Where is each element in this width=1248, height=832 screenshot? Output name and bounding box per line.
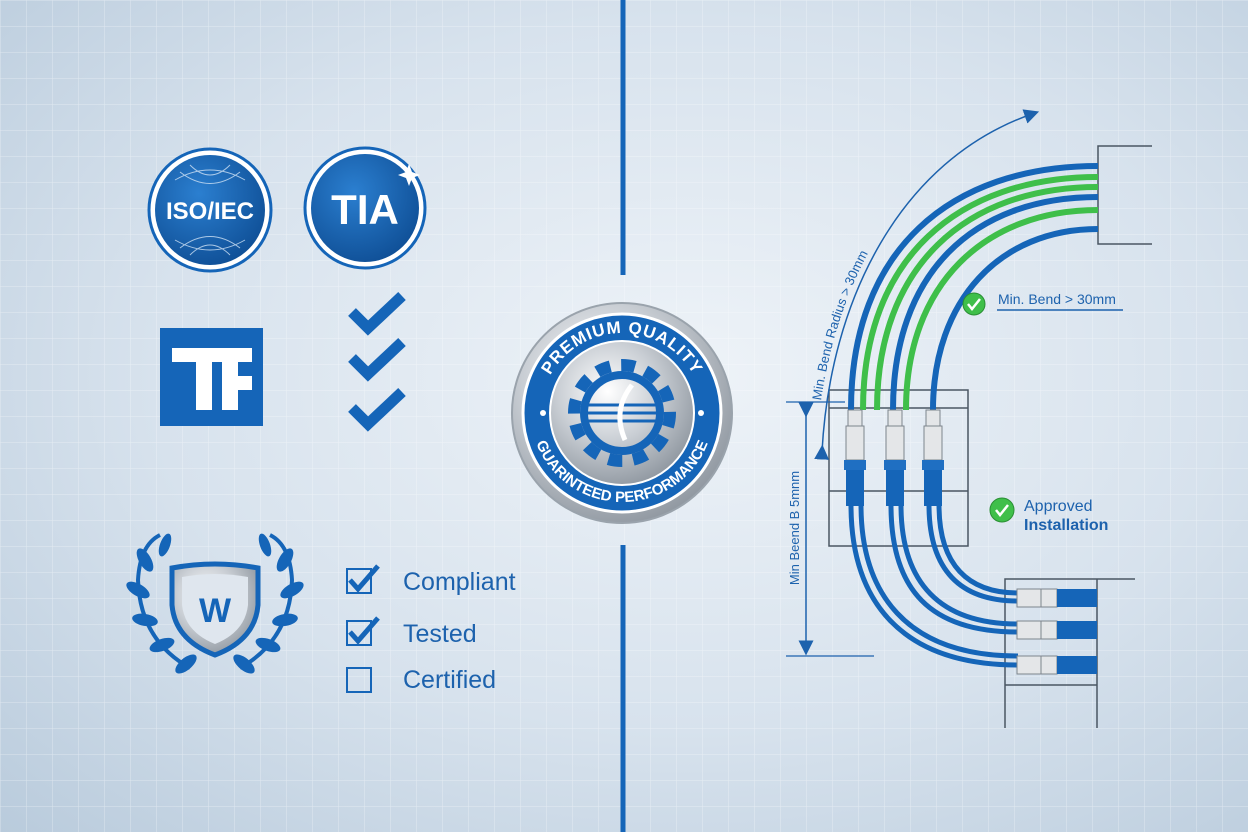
checklist-item-tested[interactable]: Tested <box>346 616 477 648</box>
vertical-dimension: Min Beend B 5mnm <box>786 401 874 657</box>
checklist: Compliant Tested Certified <box>346 564 516 694</box>
gear-icon <box>568 359 676 467</box>
connectors-horizontal <box>1016 588 1097 675</box>
check-icon <box>348 564 380 593</box>
iso-iec-badge: ISO/IEC <box>147 147 273 273</box>
check-circle-icon <box>995 504 1009 518</box>
checklist-label: Certified <box>403 666 496 694</box>
checklist-label: Tested <box>403 620 477 648</box>
checklist-item-compliant[interactable]: Compliant <box>346 564 516 596</box>
bend-note: Min. Bend > 30mm <box>962 291 1123 316</box>
bend-note-label: Min. Bend > 30mm <box>998 291 1116 307</box>
shield-letter: W <box>199 592 232 630</box>
tia-badge: TIA <box>303 146 427 270</box>
check-icon <box>348 291 406 336</box>
approved-label-line2: Installation <box>1024 517 1108 534</box>
connectors-vertical <box>844 409 944 506</box>
checklist-item-certified[interactable]: Certified <box>346 666 496 694</box>
globe-lines-icon <box>174 164 246 256</box>
checkmarks <box>348 291 406 432</box>
fiber-cables-lower <box>848 504 1019 668</box>
approved-installation-note: Approved Installation <box>989 497 1108 534</box>
check-icon <box>348 337 406 382</box>
sparkle-icon <box>398 164 420 186</box>
tia-label: TIA <box>331 186 399 233</box>
laurel-shield-emblem: W <box>126 533 304 674</box>
bend-radius-diagram: Min. Bend Radius > 30mm Min. Bend > 30mm… <box>786 109 1152 728</box>
approved-label-line1: Approved <box>1024 498 1093 515</box>
bend-radius-arc <box>814 109 1040 460</box>
premium-quality-seal: PREMIUM QUALITY GUARINTEED PERFORMANCE <box>511 302 733 524</box>
check-icon <box>348 387 406 432</box>
laurel-wreath-icon <box>126 533 304 674</box>
vertical-dimension-label: Min Beend B 5mnm <box>787 471 802 585</box>
check-icon <box>348 616 380 645</box>
checklist-label: Compliant <box>403 568 516 596</box>
iso-iec-label: ISO/IEC <box>166 198 254 225</box>
check-circle-icon <box>967 298 981 312</box>
tf-logo: TF <box>160 328 263 426</box>
